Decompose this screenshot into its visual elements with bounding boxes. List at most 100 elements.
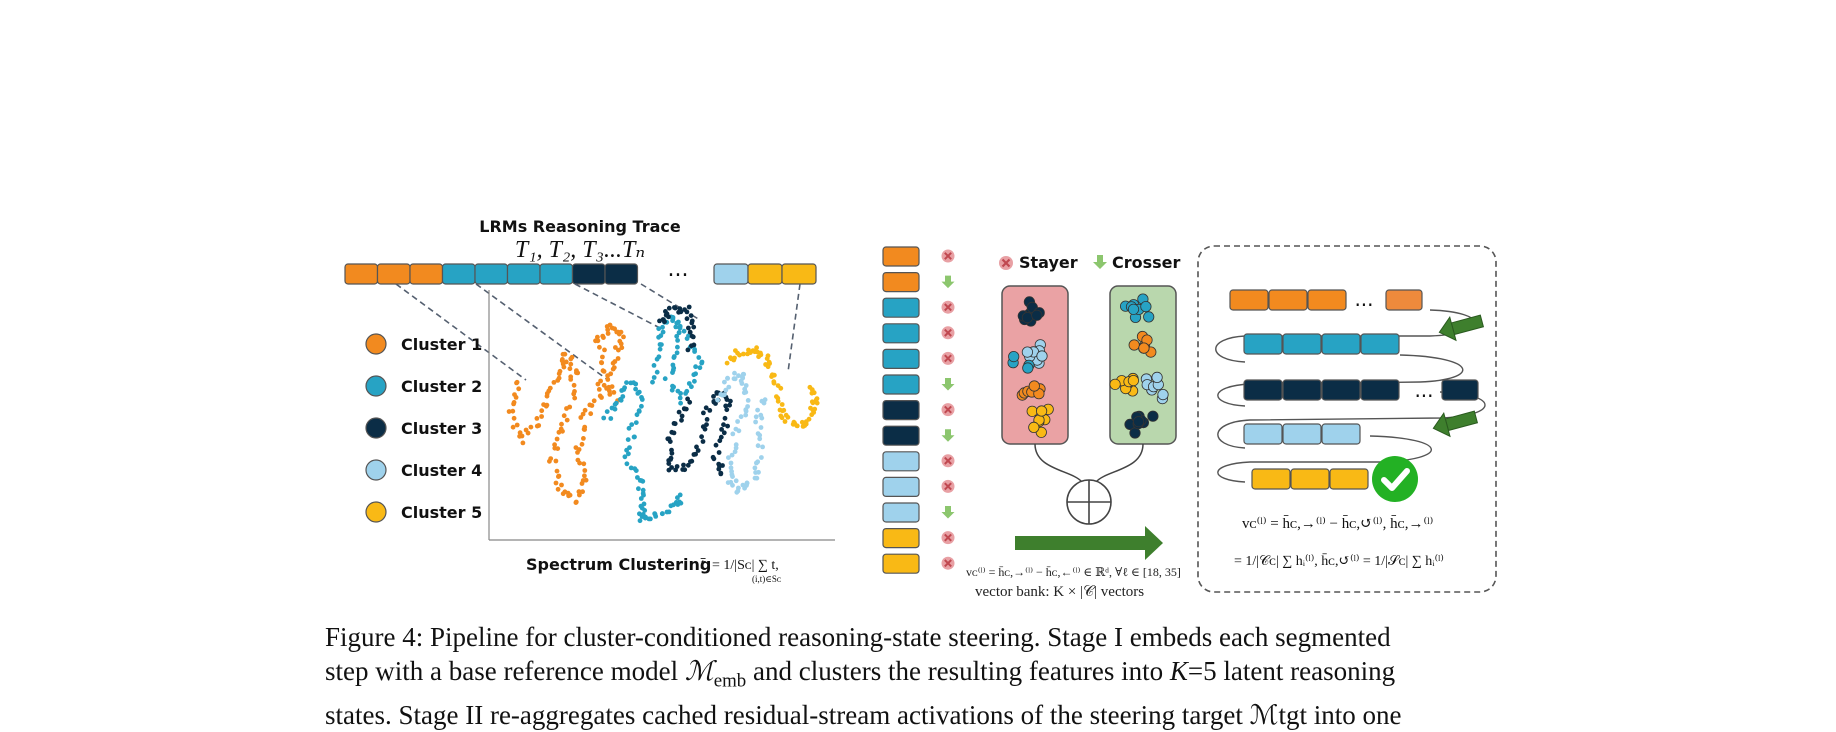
scatter-point bbox=[677, 395, 683, 401]
stage3-dashed-box bbox=[1197, 245, 1497, 593]
scatter-point bbox=[689, 343, 694, 349]
scatter-point bbox=[666, 305, 672, 311]
scatter-point bbox=[638, 496, 644, 501]
scatter-point bbox=[675, 344, 680, 350]
scatter-point bbox=[686, 325, 691, 331]
state-dot bbox=[1157, 388, 1169, 401]
scatter-point bbox=[631, 434, 637, 440]
scatter-point bbox=[778, 385, 784, 391]
scatter-point bbox=[523, 427, 529, 433]
trace-token bbox=[781, 263, 817, 285]
caption-line-1: Figure 4: Pipeline for cluster-condition… bbox=[325, 622, 1391, 652]
scatter-point bbox=[618, 329, 624, 335]
stayer-x-icon bbox=[941, 479, 955, 493]
dashed-connectors bbox=[395, 283, 801, 381]
caption-model-symbol: ℳ bbox=[684, 656, 714, 686]
scatter-point bbox=[609, 384, 615, 389]
scatter-point bbox=[560, 357, 565, 362]
scatter-point bbox=[813, 397, 819, 403]
figure-caption: Figure 4: Pipeline for cluster-condition… bbox=[325, 620, 1515, 732]
scatter-point bbox=[682, 307, 687, 312]
trace-token bbox=[409, 263, 444, 285]
scatter-point bbox=[755, 431, 761, 436]
state-dot bbox=[1026, 405, 1038, 417]
scatter-point bbox=[662, 376, 668, 382]
scatter-point bbox=[510, 424, 516, 430]
stage1-panel: LRMs Reasoning Trace T₁, T₂, T₃...Tₙ ...… bbox=[344, 217, 835, 584]
scatter-point bbox=[581, 461, 587, 467]
scatter-point bbox=[607, 388, 612, 394]
scatter-point bbox=[725, 375, 730, 381]
step-box bbox=[882, 400, 920, 421]
scatter-point bbox=[510, 408, 516, 414]
scatter-point bbox=[669, 387, 675, 393]
scatter-point bbox=[794, 423, 800, 428]
stage3-step-box bbox=[1243, 423, 1283, 445]
scatter-point bbox=[722, 379, 727, 385]
crosser-arrow-icon bbox=[941, 275, 955, 289]
step-box bbox=[882, 246, 920, 267]
stage3-step-box bbox=[1329, 468, 1369, 490]
legend-item: Cluster 5 bbox=[365, 501, 482, 523]
scatter-point bbox=[727, 402, 732, 408]
scatter-point bbox=[725, 423, 730, 429]
step-box bbox=[882, 323, 920, 344]
scatter-point bbox=[756, 469, 761, 475]
stage3-step-box bbox=[1321, 333, 1361, 355]
scatter-point bbox=[579, 441, 585, 447]
scatter-point bbox=[534, 416, 540, 421]
scatter-point bbox=[657, 318, 662, 324]
scatter-point bbox=[693, 364, 698, 370]
legend-label: Cluster 2 bbox=[401, 377, 482, 396]
scatter-point bbox=[735, 419, 740, 424]
scatter-point bbox=[757, 436, 763, 442]
scatter-point bbox=[676, 309, 681, 315]
scatter-point bbox=[740, 482, 746, 488]
scatter-point bbox=[519, 433, 525, 439]
scatter-point bbox=[640, 513, 646, 518]
scatter-point bbox=[580, 489, 585, 495]
stage3-formula-line2: = 1/|𝒞ᴄ| ∑ hᵢ⁽ˡ⁾, h̄ᴄ,↺⁽ˡ⁾ = 1/|𝒮ᴄ| ∑ hᵢ… bbox=[1234, 553, 1444, 569]
scatter-point bbox=[591, 398, 597, 404]
scatter-trail bbox=[715, 370, 768, 495]
scatter-point bbox=[599, 360, 604, 365]
scatter-point bbox=[707, 408, 713, 413]
stage3-step-box bbox=[1268, 289, 1308, 311]
scatter-point bbox=[687, 399, 693, 405]
step-box bbox=[882, 272, 920, 293]
scatter-point bbox=[639, 397, 645, 402]
scatter-point bbox=[682, 467, 688, 473]
scatter-point bbox=[640, 487, 646, 493]
state-dot bbox=[1109, 378, 1121, 390]
scatter-point bbox=[754, 345, 759, 351]
stage3-step-box bbox=[1385, 289, 1423, 311]
scatter-point bbox=[755, 349, 760, 355]
scatter-point bbox=[743, 412, 749, 418]
scatter-point bbox=[559, 421, 564, 427]
scatter-point bbox=[730, 431, 736, 437]
scatter-point bbox=[642, 508, 648, 513]
scatter-point bbox=[601, 415, 607, 421]
scatter-axes bbox=[488, 290, 835, 541]
scatter-point bbox=[732, 370, 737, 376]
scatter-point bbox=[600, 354, 605, 360]
stage2-arrow bbox=[1015, 526, 1163, 560]
legend-label: Cluster 3 bbox=[401, 419, 482, 438]
trace-title: LRMs Reasoning Trace bbox=[479, 217, 681, 236]
scatter-point bbox=[715, 397, 720, 403]
scatter-point bbox=[685, 347, 691, 353]
scatter-point bbox=[692, 347, 697, 352]
stayer-x-icon bbox=[941, 326, 955, 340]
scatter-point bbox=[620, 394, 626, 399]
trace-token bbox=[474, 263, 509, 285]
scatter-point bbox=[722, 415, 728, 421]
scatter-point bbox=[513, 395, 519, 400]
legend-swatch bbox=[365, 333, 387, 355]
scatter-point bbox=[672, 305, 677, 310]
scatter-point bbox=[736, 428, 742, 434]
state-dot bbox=[1028, 421, 1040, 433]
scatter-point bbox=[669, 429, 675, 435]
scatter-point bbox=[621, 334, 626, 340]
step-markers bbox=[941, 249, 955, 570]
